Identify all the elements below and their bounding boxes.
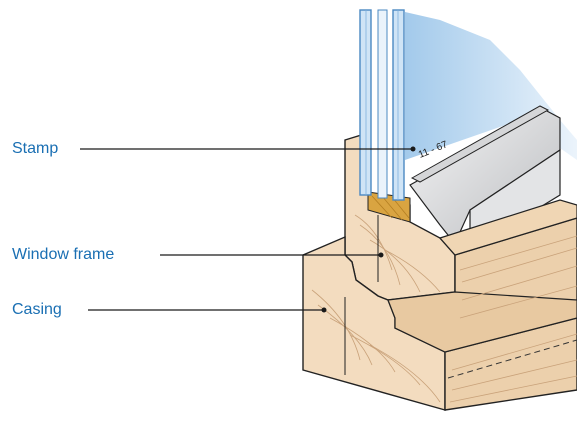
casing-leader-dot: [321, 307, 327, 313]
double-glazing: [359, 9, 405, 201]
metal-bead-top-edge: [410, 105, 550, 183]
wood-grain: [311, 214, 577, 403]
stamp-leader-dot: [410, 146, 416, 152]
stamp-label: Stamp: [12, 140, 59, 157]
leader-lines: [80, 148, 413, 311]
casing-hidden-line: [447, 339, 577, 379]
leader-dots: [321, 146, 416, 313]
window-frame-leader-dot: [378, 252, 384, 258]
casing-step: [387, 291, 577, 353]
window-frame-label: Window frame: [12, 246, 115, 263]
casing-label: Casing: [12, 301, 62, 318]
window-frame-top: [438, 199, 577, 256]
